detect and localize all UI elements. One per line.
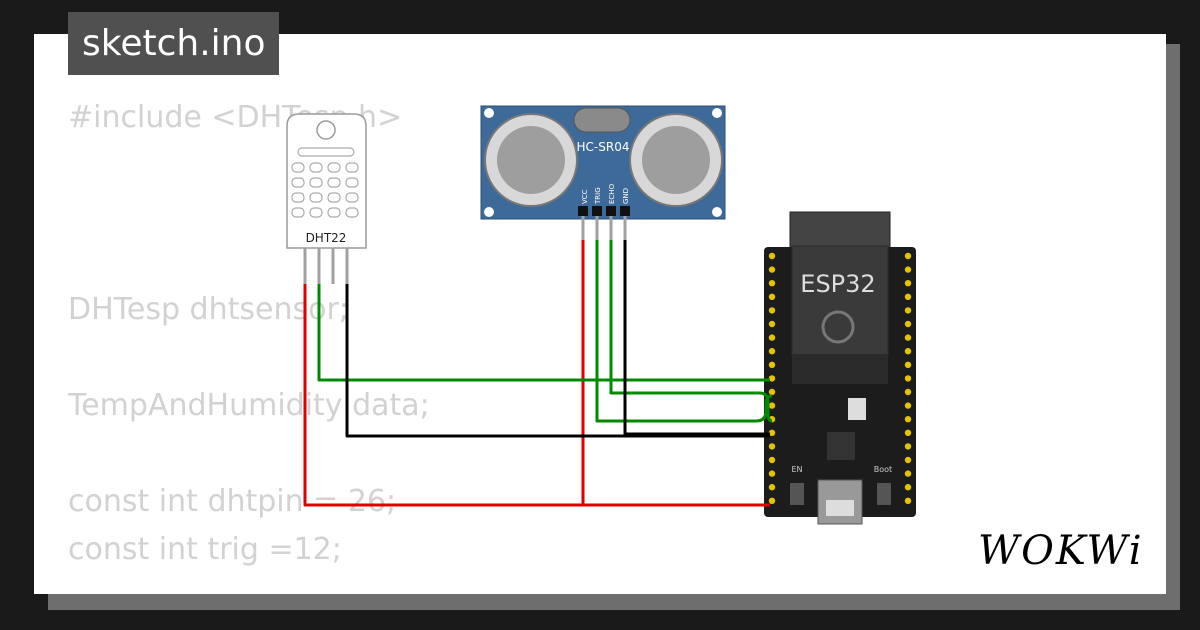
hcsr04-label: HC-SR04	[577, 140, 630, 154]
esp32-header-pin	[768, 320, 776, 328]
esp32-boot-label: Boot	[874, 465, 892, 474]
esp32-board[interactable]: ESP32 EN Boot	[764, 211, 916, 525]
esp32-header-pin	[768, 266, 776, 273]
esp32-header-pin	[904, 429, 912, 436]
esp32-header-pin	[768, 293, 776, 300]
wire-dht-vcc	[303, 284, 770, 507]
file-title-tab[interactable]: sketch.ino	[68, 12, 280, 75]
esp32-header-pin	[768, 443, 776, 450]
esp32-header-pin	[904, 470, 912, 477]
esp32-header-pin	[768, 334, 776, 341]
code-line: const int trig =12;	[68, 532, 342, 567]
esp32-header-pin	[768, 429, 776, 436]
wires	[303, 240, 773, 507]
hcsr04-pin-trig: TRIG	[594, 187, 602, 205]
esp32-en-label: EN	[791, 465, 802, 474]
code-line: #include <DHTesp.h>	[68, 100, 403, 135]
code-line: TempAndHumidity data;	[68, 388, 430, 423]
esp32-header-pin	[768, 484, 776, 491]
code-line: DHTesp dhtsensor;	[68, 292, 349, 327]
esp32-header-pin	[768, 252, 776, 260]
wire-dht-data	[317, 284, 770, 382]
code-preview: #include <DHTesp.h> DHTesp dhtsensor; Te…	[68, 94, 430, 574]
hcsr04-pin-vcc: VCC	[581, 189, 589, 204]
esp32-header-pin	[768, 470, 776, 477]
code-line: const int dhtpin = 26;	[68, 484, 397, 519]
esp32-header-pin	[904, 293, 912, 300]
esp32-header-pin	[768, 402, 776, 409]
wokwi-logo: WOKWi	[978, 528, 1144, 574]
esp32-header-pin	[904, 334, 912, 341]
esp32-header-pin	[904, 416, 912, 423]
esp32-header-pin	[768, 497, 776, 504]
wire-hcsr-echo	[609, 240, 773, 423]
esp32-header-pin	[904, 361, 912, 368]
dht22-sensor[interactable]: DHT22	[286, 113, 367, 284]
esp32-label: ESP32	[800, 270, 875, 298]
esp32-header-pin	[904, 280, 912, 287]
esp32-header-pin	[904, 402, 912, 409]
hcsr04-pin-echo: ECHO	[608, 183, 616, 204]
esp32-header-pin	[904, 484, 912, 491]
esp32-header-pin	[904, 266, 912, 273]
esp32-header-pin	[904, 348, 912, 355]
esp32-header-pin	[768, 375, 776, 382]
esp32-header-pin	[904, 388, 912, 396]
hcsr04-pin-gnd: GND	[622, 188, 630, 204]
esp32-header-pin	[768, 388, 776, 396]
esp32-header-pin	[904, 320, 912, 328]
esp32-header-pin	[904, 443, 912, 450]
wire-dht-gnd	[345, 284, 770, 438]
esp32-header-pin	[904, 252, 912, 260]
esp32-header-pin	[768, 280, 776, 287]
esp32-header-pin	[768, 456, 776, 464]
esp32-header-pin	[768, 307, 776, 314]
dht22-label: DHT22	[306, 231, 347, 245]
esp32-header-pin	[904, 307, 912, 314]
esp32-header-pin	[904, 497, 912, 504]
hcsr04-sensor[interactable]: HC-SR04 VCC TRIG ECHO GND	[480, 105, 726, 240]
esp32-header-pin	[768, 348, 776, 355]
esp32-header-pin	[768, 361, 776, 368]
esp32-header-pin	[904, 375, 912, 382]
wire-hcsr-gnd	[623, 240, 770, 436]
esp32-header-pin	[904, 456, 912, 464]
